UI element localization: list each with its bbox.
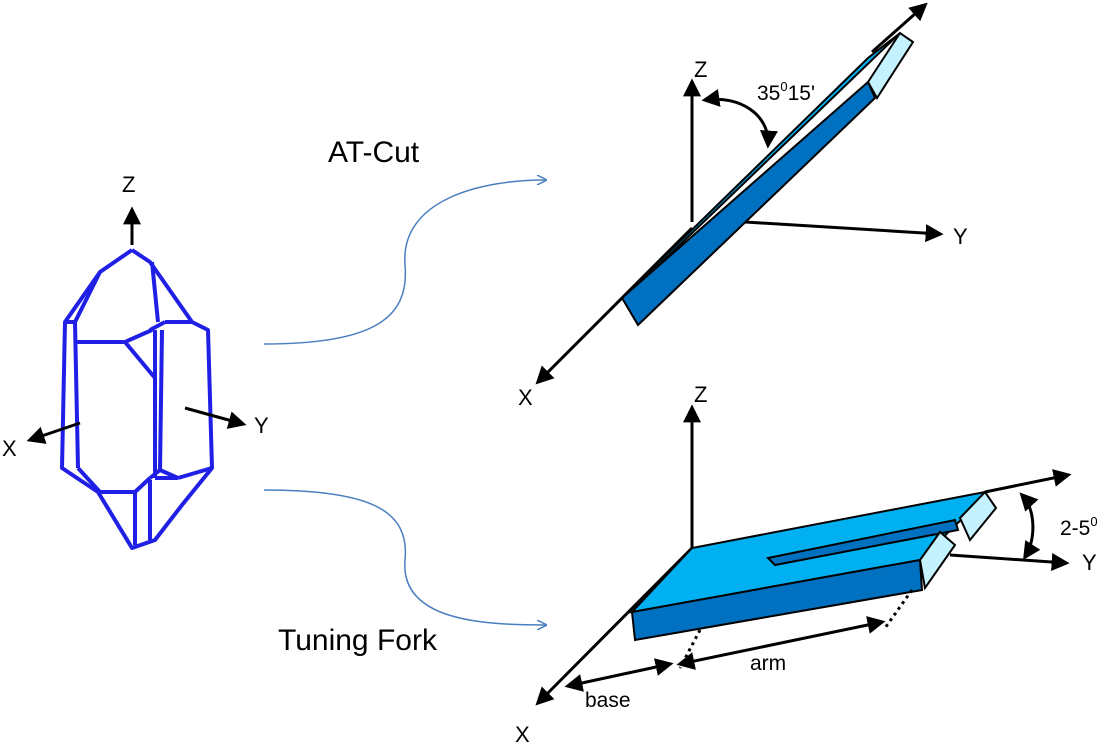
at-cut-rotated-axis-arrow [871, 2, 928, 54]
tf-x-axis-arrow [535, 546, 694, 706]
at-cut-x-label: X [518, 385, 533, 410]
tf-y-label: Y [1082, 550, 1097, 575]
tf-arm-label: arm [750, 652, 786, 675]
tuning-fork-title: Tuning Fork [278, 624, 438, 657]
quartz-crystal: Z X Y [2, 172, 269, 550]
crystal-x-axis-arrow [26, 421, 81, 444]
at-cut-plate-end [866, 31, 915, 100]
at-cut-angle-label: 35015' [757, 79, 815, 105]
tf-angle-arc [1019, 492, 1041, 561]
at-cut-angle-arc [701, 89, 778, 149]
at-cut-y-axis-arrow [744, 220, 944, 243]
at-cut-plate-top [621, 32, 901, 299]
connector-to-at-cut [263, 180, 545, 345]
at-cut-plate-front [620, 80, 877, 327]
at-cut-y-label: Y [953, 224, 968, 249]
tf-arm-dotted-line [883, 589, 914, 629]
tf-arm-end-front [918, 530, 957, 591]
at-cut-z-label: Z [694, 57, 707, 82]
tf-rotated-axis-arrow [984, 469, 1072, 494]
connector-to-tuning-fork [263, 489, 545, 625]
tf-y-axis-arrow [949, 553, 1070, 571]
tf-base-label: base [585, 689, 631, 712]
tf-z-label: Z [694, 382, 707, 407]
crystal-x-label: X [2, 436, 17, 461]
at-cut-view: Z Y X 35015' [518, 2, 968, 410]
crystal-z-label: Z [122, 172, 135, 197]
tf-base-dimension-arrow [564, 658, 674, 692]
at-cut-title: AT-Cut [328, 136, 420, 169]
tf-angle-label: 2-50 [1060, 514, 1098, 540]
tf-arm-dimension-arrow [676, 616, 886, 670]
tf-x-label: X [515, 722, 530, 744]
tf-fork-slot [765, 518, 960, 567]
tuning-fork-view: Z X Y arm base 2-50 [515, 382, 1098, 744]
crystal-outline [60, 248, 214, 550]
crystal-y-axis-arrow [184, 406, 247, 429]
tf-arm-end-back [958, 490, 998, 542]
crystal-y-label: Y [254, 413, 269, 438]
